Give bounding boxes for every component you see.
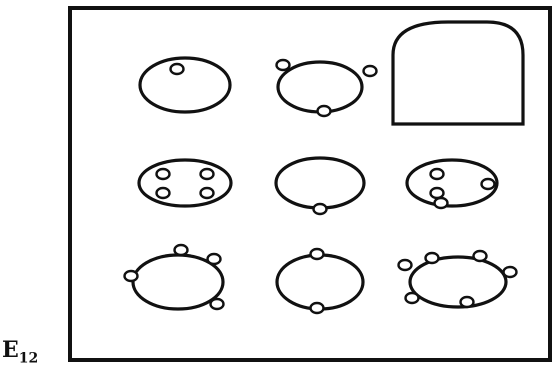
oval-shape xyxy=(139,160,231,206)
figure-8 xyxy=(277,249,363,313)
figure-3 xyxy=(393,22,523,124)
small-circle xyxy=(426,253,439,263)
oval-shape xyxy=(276,158,364,208)
figure-7 xyxy=(125,245,224,309)
small-circle xyxy=(435,198,448,208)
small-circle xyxy=(201,169,214,179)
small-circle xyxy=(364,66,377,76)
small-circle xyxy=(211,299,224,309)
item-label: E12 xyxy=(2,339,38,365)
small-circle xyxy=(125,271,138,281)
oval-shape xyxy=(278,62,362,112)
small-circle xyxy=(277,60,290,70)
figure-6 xyxy=(407,160,497,208)
small-circle xyxy=(504,267,517,277)
small-circle xyxy=(311,249,324,259)
oval-shape xyxy=(277,255,363,309)
small-circle xyxy=(482,179,495,189)
figure-2 xyxy=(277,60,377,116)
figure-4 xyxy=(139,160,231,206)
small-circle xyxy=(461,297,474,307)
small-circle xyxy=(208,254,221,264)
small-circle xyxy=(157,169,170,179)
small-circle xyxy=(171,64,184,74)
puzzle-cells xyxy=(125,22,524,313)
small-circle xyxy=(431,169,444,179)
small-circle xyxy=(318,106,331,116)
oval-shape xyxy=(140,58,230,112)
figure-1 xyxy=(140,58,230,112)
small-circle xyxy=(399,260,412,270)
figure-9 xyxy=(399,251,517,307)
small-circle xyxy=(406,293,419,303)
small-circle xyxy=(311,303,324,313)
figure-5 xyxy=(276,158,364,214)
oval-shape xyxy=(410,257,506,307)
small-circle xyxy=(175,245,188,255)
item-label-letter: E xyxy=(2,337,19,363)
small-circle xyxy=(431,188,444,198)
small-circle xyxy=(157,188,170,198)
arch-shape xyxy=(393,22,523,124)
small-circle xyxy=(201,188,214,198)
small-circle xyxy=(314,204,327,214)
item-label-number: 12 xyxy=(19,350,38,366)
small-circle xyxy=(474,251,487,261)
